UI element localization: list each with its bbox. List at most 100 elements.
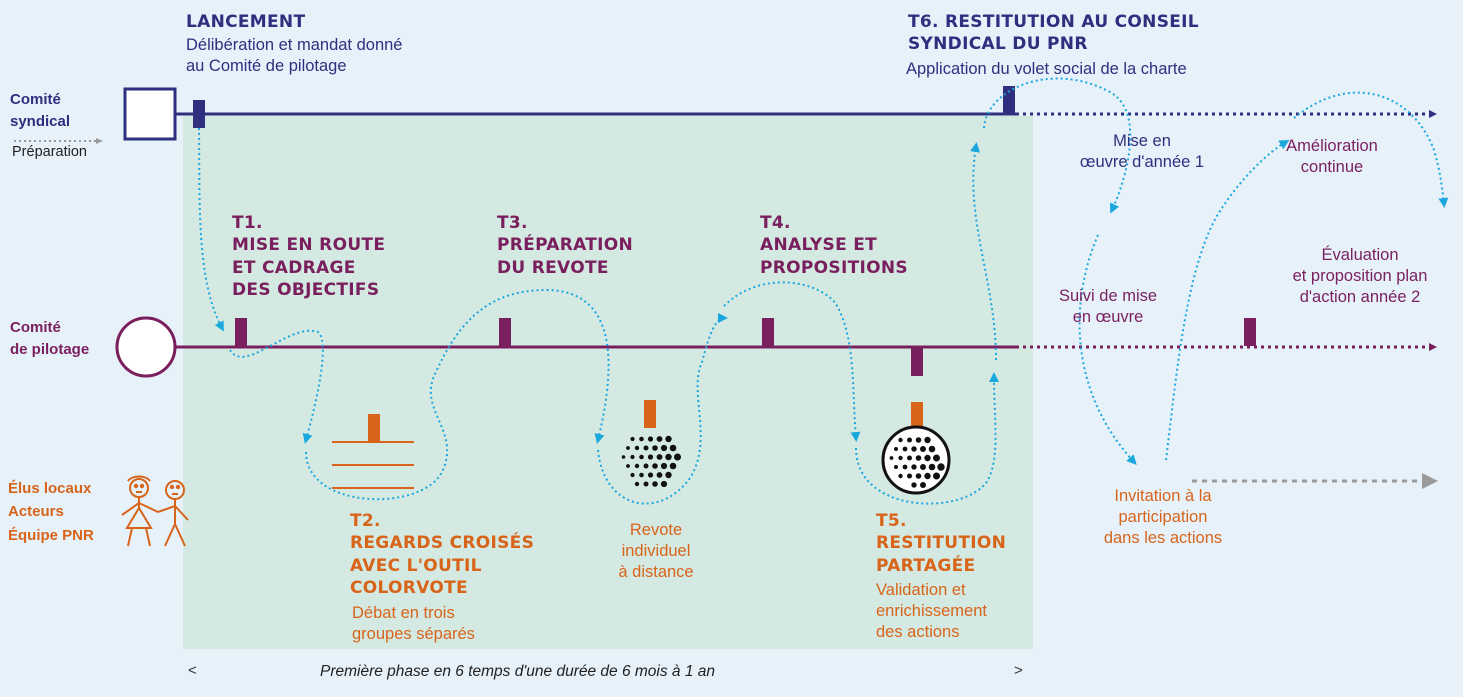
dot <box>630 472 635 478</box>
dot <box>889 456 894 460</box>
t5-title: T5. RESTITUTION PARTAGÉE <box>876 511 1007 576</box>
flow-t5-to-t6 <box>970 142 997 361</box>
dot <box>915 437 922 443</box>
suivi-label: Suivi de mise en œuvre <box>1058 287 1158 327</box>
dot <box>665 435 672 443</box>
dot <box>915 455 922 461</box>
dot <box>656 454 663 460</box>
dot <box>634 445 640 451</box>
t2-title: T2. REGARDS CROISÉS AVEC L'OUTIL COLORVO… <box>350 511 535 599</box>
flow-amelioration-loop <box>1293 91 1449 208</box>
dot <box>634 481 640 487</box>
flow-t5-up <box>855 372 1000 505</box>
dot <box>652 445 658 451</box>
dot <box>630 436 635 442</box>
dot <box>647 454 654 460</box>
dot <box>643 481 649 487</box>
phase-bracket-right: > <box>1014 662 1023 679</box>
dot <box>928 463 936 471</box>
dot <box>647 472 654 478</box>
dot <box>626 446 630 450</box>
amelioration-label: Amélioration continue <box>1286 137 1378 177</box>
t2-description: Débat en trois groupes séparés <box>352 604 475 644</box>
dot <box>911 446 917 452</box>
dot <box>902 464 908 470</box>
dot <box>907 437 912 443</box>
t4-marker <box>762 318 774 346</box>
dot <box>894 447 898 451</box>
syndical-square-symbol <box>123 87 177 141</box>
pilotage-circle-symbol <box>115 316 177 378</box>
process-flow-arrows <box>198 77 1449 505</box>
flow-t6-to-mise-en-oeuvre <box>983 77 1132 214</box>
dot <box>915 473 922 479</box>
dot <box>652 481 658 487</box>
dot <box>660 444 668 452</box>
dot <box>920 464 926 470</box>
dot <box>924 454 931 462</box>
flow-lancement-to-t1 <box>198 127 224 332</box>
dot <box>665 453 672 461</box>
evaluation-label: Évaluation et proposition plan d'action … <box>1292 246 1428 307</box>
dot <box>639 454 644 460</box>
dot <box>669 462 677 470</box>
dot <box>621 455 626 459</box>
dot <box>920 446 926 452</box>
t5-dots-symbol <box>881 402 951 495</box>
first-phase-panel <box>183 116 1033 649</box>
invitation-label: Invitation à la participation dans les a… <box>1103 487 1223 548</box>
t2-groups-symbol <box>332 414 414 489</box>
dot <box>656 436 663 442</box>
revote-description: Revote individuel à distance <box>618 521 694 582</box>
dot <box>924 436 931 444</box>
dot <box>933 454 940 462</box>
lancement-title: LANCEMENT <box>186 12 306 32</box>
dot <box>643 463 649 469</box>
dot <box>894 465 898 469</box>
dot <box>898 455 903 461</box>
dot <box>647 436 654 442</box>
dot <box>660 480 668 488</box>
lancement-description: Délibération et mandat donné au Comité d… <box>186 36 403 76</box>
t1-title: T1. MISE EN ROUTE ET CADRAGE DES OBJECTI… <box>232 213 386 301</box>
mise-en-oeuvre-label: Mise en œuvre d'année 1 <box>1079 132 1205 172</box>
dot <box>669 444 677 452</box>
dot <box>933 472 940 480</box>
t6-marker <box>1003 86 1015 114</box>
phase-caption: Première phase en 6 temps d'une durée de… <box>320 663 716 680</box>
dot <box>902 446 908 452</box>
lancement-marker <box>193 100 205 128</box>
dot <box>626 464 630 468</box>
dot <box>674 453 681 461</box>
dot <box>937 463 945 471</box>
dot <box>907 455 912 461</box>
dot <box>656 472 663 478</box>
dot <box>924 472 931 480</box>
dot <box>639 436 644 442</box>
dot <box>898 437 903 443</box>
dot <box>928 445 936 453</box>
dot <box>660 462 668 470</box>
lane-label-preparation: Préparation <box>12 144 87 160</box>
dot <box>920 482 926 488</box>
t6-description: Application du volet social de la charte <box>906 60 1187 78</box>
dot <box>911 482 917 488</box>
people-stick-figures-icon <box>121 475 189 547</box>
dot <box>652 463 658 469</box>
flow-t4-to-t5 <box>723 281 861 442</box>
phase-bracket-left: < <box>188 662 197 679</box>
dot <box>639 472 644 478</box>
t4-title: T4. ANALYSE ET PROPOSITIONS <box>760 213 908 278</box>
t3-title: T3. PRÉPARATION DU REVOTE <box>497 213 634 278</box>
t3-marker <box>499 318 511 346</box>
t5-description: Validation et enrichissement des actions <box>876 581 987 642</box>
evaluation-marker <box>1244 318 1256 346</box>
t1-marker <box>235 318 247 346</box>
flow-t2-to-t3 <box>305 288 610 501</box>
dot <box>665 471 672 479</box>
t5-pilotage-marker <box>911 348 923 376</box>
dot <box>898 473 903 479</box>
t6-title: T6. RESTITUTION AU CONSEIL SYNDICAL DU P… <box>908 12 1199 55</box>
dot <box>643 445 649 451</box>
